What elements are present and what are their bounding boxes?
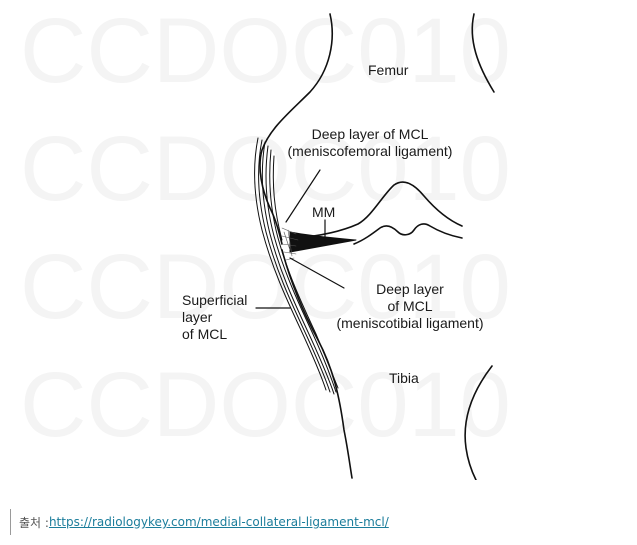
tibia-medial-outline — [281, 249, 353, 479]
source-caption: 출처 : https://radiologykey.com/medial-col… — [10, 509, 389, 535]
label-superficial-mcl-line3: of MCL — [182, 326, 228, 342]
femur-lateral-outline — [471, 13, 495, 93]
label-deep-mcl-meniscofemoral: Deep layer of MCL (meniscofemoral ligame… — [272, 126, 468, 160]
label-superficial-mcl-line2: layer — [182, 309, 213, 325]
medial-meniscus — [289, 231, 357, 253]
watermark-row-4: CCDOC010 — [20, 354, 511, 456]
tibia-lateral-outline — [464, 365, 493, 480]
leader-meniscofemoral — [285, 169, 321, 223]
watermark-letters: CCDOC010 CCDOC010 CCDOC010 CCDOC010 — [20, 0, 511, 456]
source-prefix: 출처 : — [19, 515, 49, 530]
meniscus-stipple — [281, 227, 299, 261]
label-deep-mcl-meniscotibial-line1: Deep layer — [376, 281, 444, 297]
label-superficial-mcl-line1: Superficial — [182, 292, 248, 308]
label-tibia: Tibia — [389, 370, 419, 386]
tibial-plateau — [353, 223, 463, 245]
femoral-condyle — [295, 181, 463, 239]
label-deep-mcl-meniscotibial-line2: of MCL — [387, 298, 433, 314]
watermark-row-1: CCDOC010 — [20, 0, 511, 102]
source-link[interactable]: https://radiologykey.com/medial-collater… — [48, 515, 389, 529]
label-superficial-mcl: Superficial layer of MCL — [182, 292, 247, 343]
label-deep-mcl-meniscofemoral-line2: (meniscofemoral ligament) — [287, 143, 453, 159]
label-deep-mcl-meniscofemoral-line1: Deep layer of MCL — [311, 126, 429, 142]
watermark-row-2: CCDOC010 — [20, 118, 511, 220]
watermark: CCDOC010 CCDOC010 CCDOC010 CCDOC010 — [20, 0, 511, 456]
leader-meniscotibial — [289, 257, 345, 289]
label-mm: MM — [312, 204, 336, 220]
label-deep-mcl-meniscotibial: Deep layer of MCL (meniscotibial ligamen… — [322, 281, 498, 332]
label-deep-mcl-meniscotibial-line3: (meniscotibial ligament) — [336, 315, 484, 331]
knee-diagram — [254, 13, 495, 480]
watermark-row-3: CCDOC010 — [20, 236, 511, 338]
label-femur: Femur — [368, 62, 409, 78]
